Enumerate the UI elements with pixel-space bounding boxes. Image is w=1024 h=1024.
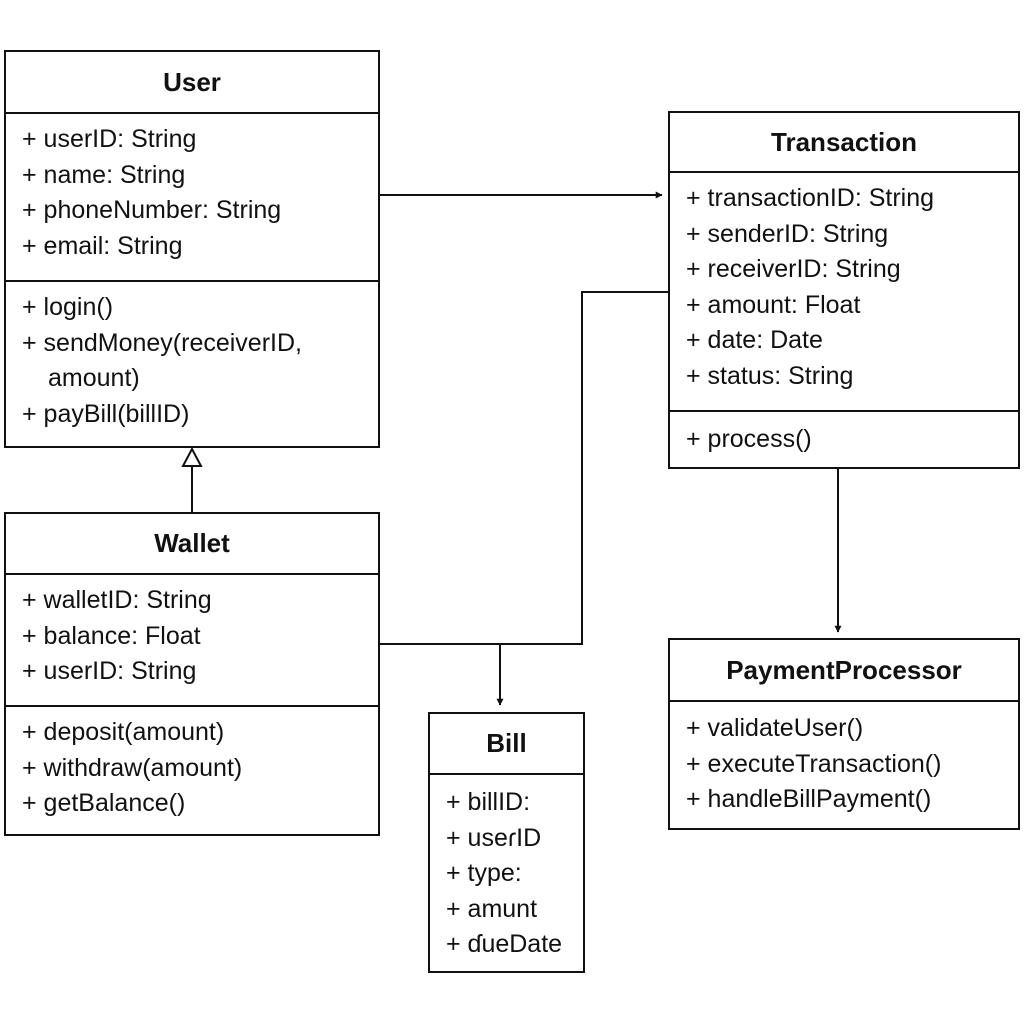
class-paymentprocessor-name: PaymentProcessor bbox=[670, 640, 1018, 702]
class-transaction-attributes: + transactionID: String + senderID: Stri… bbox=[670, 173, 1018, 412]
class-wallet-name: Wallet bbox=[6, 514, 378, 575]
attribute-row: + walletID: String bbox=[22, 586, 212, 614]
attribute-row: + amunt bbox=[446, 894, 538, 923]
class-bill-name: Bill bbox=[430, 714, 583, 775]
attribute-row: + transactionID: String bbox=[686, 184, 935, 212]
class-name: Bill bbox=[486, 728, 527, 758]
class-bill-attributes: + billID: + useɾID + type: + amunt + ɗue… bbox=[430, 775, 583, 963]
class-name: Transaction bbox=[771, 126, 917, 157]
attribute-row: + phoneNumber: String bbox=[22, 196, 282, 224]
attribute-row: + balance: Float bbox=[22, 621, 201, 650]
class-user: User + userID: String + name: String + p… bbox=[4, 50, 380, 448]
class-user-name: User bbox=[6, 52, 378, 114]
attribute-row: + date: Date bbox=[686, 326, 823, 354]
inheritance-triangle-icon bbox=[181, 446, 203, 467]
attribute-row: + type: bbox=[446, 859, 522, 887]
attribute-row: + status: String bbox=[686, 361, 854, 390]
method-continuation: amount) bbox=[48, 364, 140, 392]
class-user-methods: + login() + sendMoney(receiverID, amount… bbox=[6, 282, 378, 432]
method-row: + executeTransaction() bbox=[686, 749, 942, 778]
method-row: + handleBillPayment() bbox=[686, 785, 932, 813]
attribute-row: + userID: String bbox=[22, 125, 197, 153]
method-row: + payBill(billID) bbox=[22, 399, 190, 428]
method-row-continued: amount) bbox=[22, 361, 378, 397]
attribute-row: + billID: bbox=[446, 788, 531, 816]
class-transaction-name: Transaction bbox=[670, 113, 1018, 173]
wallet-transaction-connector bbox=[378, 291, 668, 645]
attribute-row: + ɗueDate bbox=[446, 930, 563, 958]
class-wallet-methods: + deposit(amount) + withdraw(amount) + g… bbox=[6, 707, 378, 822]
attribute-row: + userID: String bbox=[22, 657, 197, 685]
attribute-row: + useɾID bbox=[446, 823, 542, 852]
method-row: + withdraw(amount) bbox=[22, 753, 243, 782]
method-row: + sendMoney(receiverID, bbox=[22, 328, 302, 357]
class-name: User bbox=[163, 66, 221, 97]
class-name: Wallet bbox=[154, 528, 230, 558]
class-name: PaymentProcessor bbox=[726, 654, 962, 685]
class-wallet: Wallet + walletID: String + balance: Flo… bbox=[4, 512, 380, 836]
method-row: + deposit(amount) bbox=[22, 718, 225, 746]
class-paymentprocessor: PaymentProcessor + validateUser() + exec… bbox=[668, 638, 1020, 830]
attribute-row: + name: String bbox=[22, 160, 186, 189]
attribute-row: + senderID: String bbox=[686, 219, 889, 248]
attribute-row: + receiverID: String bbox=[686, 255, 901, 283]
class-paymentprocessor-methods: + validateUser() + executeTransaction() … bbox=[670, 702, 1018, 818]
class-user-attributes: + userID: String + name: String + phoneN… bbox=[6, 114, 378, 282]
method-row: + login() bbox=[22, 293, 114, 321]
class-transaction-methods: + process() bbox=[670, 412, 1018, 458]
method-row: + getBalance() bbox=[22, 789, 186, 817]
class-transaction: Transaction + transactionID: String + se… bbox=[668, 111, 1020, 469]
attribute-row: + amount: Float bbox=[686, 290, 861, 319]
class-wallet-attributes: + walletID: String + balance: Float + us… bbox=[6, 575, 378, 707]
method-row: + validateUser() bbox=[686, 714, 864, 742]
class-bill: Bill + billID: + useɾID + type: + amunt … bbox=[428, 712, 585, 973]
method-row: + process() bbox=[686, 425, 812, 453]
attribute-row: + email: String bbox=[22, 231, 183, 260]
